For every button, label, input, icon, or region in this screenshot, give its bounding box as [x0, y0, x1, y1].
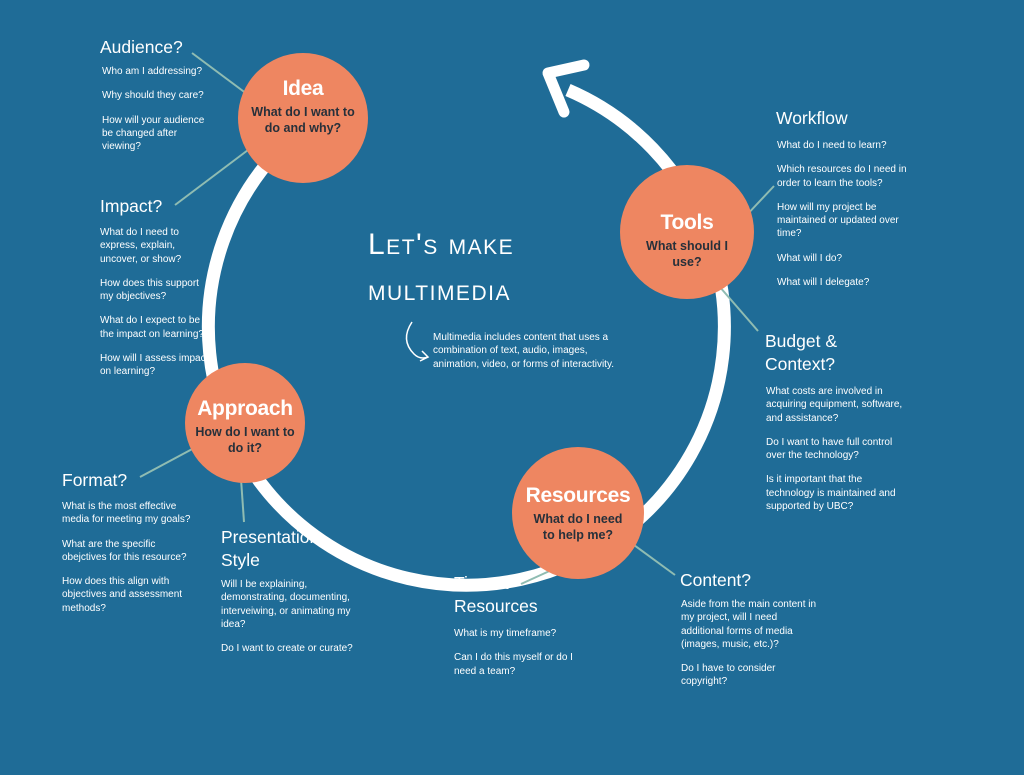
node-idea-question: What do I want to do and why?: [251, 105, 355, 136]
heading-format: Format?: [62, 470, 128, 490]
list-item: What costs are involved in acquiring equ…: [766, 386, 903, 424]
list-item: Will I be explaining, demonstrating, doc…: [221, 579, 351, 630]
list-item: Why should they care?: [102, 90, 204, 102]
list-impact: What do I need to express, explain, unco…: [100, 226, 210, 390]
list-item: Is it important that the technology is m…: [766, 474, 896, 513]
connector-content: [633, 544, 676, 576]
list-item: Which resources do I need in order to le…: [777, 164, 907, 189]
list-item: Do I have to consider copyright?: [681, 663, 776, 688]
list-time: What is my timeframe? Can I do this myse…: [454, 627, 594, 689]
list-item: Do I want to create or curate?: [221, 643, 353, 655]
connector-presentation: [240, 478, 245, 523]
heading-workflow: Workflow: [776, 108, 848, 128]
node-resources-title: Resources: [525, 484, 631, 507]
list-item: What do I need to learn?: [777, 140, 887, 151]
heading-audience: Audience?: [100, 37, 183, 57]
arrowhead-icon: [542, 59, 590, 118]
heading-presentation-line1: Presentation: [221, 527, 320, 547]
list-content: Aside from the main content in my projec…: [681, 598, 819, 700]
list-item: What will I do?: [777, 252, 843, 264]
list-item: What is the most effective media for mee…: [62, 501, 191, 526]
list-item: How will I assess impact on learning?: [100, 353, 209, 378]
heading-time-line1: Time &: [454, 573, 509, 593]
node-tools-question: What should I use?: [646, 239, 728, 270]
list-item: What is my timeframe?: [454, 628, 557, 639]
list-item: Do I want to have full control over the …: [766, 436, 893, 462]
node-approach-title: Approach: [197, 397, 293, 420]
list-item: Can I do this myself or do I need a team…: [454, 652, 573, 677]
list-budget: What costs are involved in acquiring equ…: [766, 385, 912, 524]
main-title: Let's make multimedia: [368, 222, 514, 314]
curved-arrow-icon: [405, 321, 429, 359]
heading-presentation-style: Presentation Style: [221, 526, 319, 572]
main-title-line1: Let's make: [368, 228, 515, 261]
heading-budget-context: Budget & Context?: [765, 330, 837, 376]
heading-time-line2: Resources: [454, 595, 538, 616]
connector-format: [139, 446, 197, 478]
list-item: What do I need to express, explain, unco…: [100, 227, 182, 265]
node-tools-title: Tools: [660, 211, 714, 234]
list-item: Aside from the main content in my projec…: [681, 599, 817, 650]
heading-time-resources: Time & Resources: [454, 572, 538, 618]
list-format: What is the most effective media for mee…: [62, 500, 202, 626]
main-title-line2: multimedia: [368, 274, 511, 307]
list-item: How does this support my objectives?: [100, 277, 199, 303]
heading-budget-line2: Context?: [765, 353, 836, 374]
list-item: How will your audience be changed after …: [102, 114, 205, 153]
list-item: How does this align with objectives and …: [62, 576, 183, 614]
node-resources-question: What do I need to help me?: [533, 512, 623, 543]
list-audience: Who am I addressing? Why should they car…: [102, 65, 214, 164]
list-workflow: What do I need to learn? Which resources…: [777, 139, 917, 300]
list-presentation: Will I be explaining, demonstrating, doc…: [221, 578, 361, 666]
heading-impact: Impact?: [100, 196, 163, 216]
connector-lines: [139, 52, 775, 585]
node-idea-title: Idea: [282, 77, 324, 100]
heading-content: Content?: [680, 570, 752, 590]
node-resources: Resources What do I need to help me?: [512, 447, 644, 579]
node-approach: Approach How do I want to do it?: [185, 363, 305, 483]
node-approach-question: How do I want to do it?: [195, 425, 295, 456]
node-idea: Idea What do I want to do and why?: [238, 53, 368, 183]
list-item: What will I delegate?: [777, 277, 870, 289]
connector-impact: [174, 149, 249, 206]
heading-budget-line1: Budget &: [765, 331, 837, 351]
list-item: What are the specific obejctives for thi…: [62, 538, 187, 563]
heading-presentation-line2: Style: [221, 549, 260, 570]
node-tools: Tools What should I use?: [620, 165, 754, 299]
list-item: What do I expect to be the impact on lea…: [100, 315, 204, 340]
curved-arrow-head-icon: [419, 350, 430, 362]
list-item: Who am I addressing?: [102, 66, 203, 77]
definition-text: Multimedia includes content that uses a …: [433, 332, 614, 370]
list-item: How will my project be maintained or upd…: [777, 201, 899, 240]
